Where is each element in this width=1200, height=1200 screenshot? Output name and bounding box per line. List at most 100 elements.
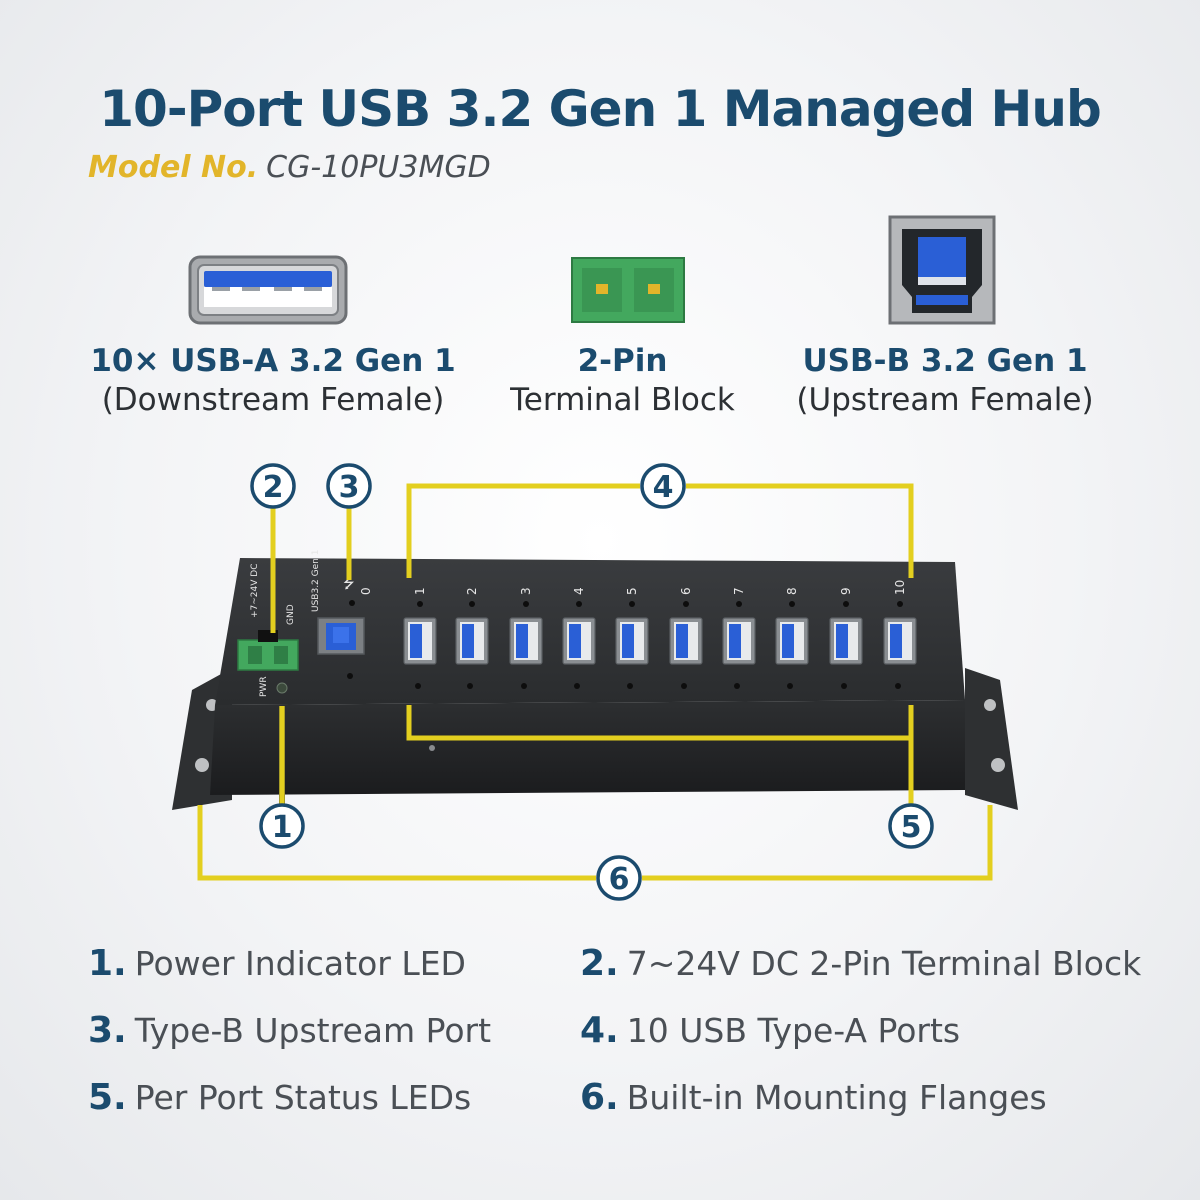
port-number-8: 8 [785,587,799,595]
power-led [276,682,288,694]
legend-num-4: 4. [580,1010,619,1051]
status-led [521,683,527,689]
status-led-top [843,601,849,607]
legend-text-3: Type-B Upstream Port [134,1011,492,1050]
feature-terminal-subtitle: Terminal Block [510,382,735,418]
port-number-0: 0 [359,587,373,595]
legend-item-5: 5.Per Port Status LEDs [88,1077,471,1118]
legend-num-5: 5. [88,1077,127,1118]
callout-markers: 1 2 3 4 5 6 [250,463,934,901]
usb-a-port-2 [455,601,489,689]
usb-a-port-7 [722,601,756,689]
device-usb-b-port [317,617,365,679]
legend-item-6: 6.Built-in Mounting Flanges [580,1077,1047,1118]
legend-item-3: 3.Type-B Upstream Port [88,1010,491,1051]
usb-a-port-10 [883,601,917,689]
label-dc: +7~24V DC [250,564,260,619]
device-terminal-block [237,630,299,671]
status-led [681,683,687,689]
port-number-4: 4 [572,587,586,595]
feature-terminal-title: 2-Pin [577,343,668,379]
port-number-1: 1 [413,587,427,595]
port-number-3: 3 [519,587,533,595]
status-led-top [523,601,529,607]
usb-b-led [349,600,355,606]
feature-usb-b-title: USB-B 3.2 Gen 1 [802,343,1088,379]
svg-text:4: 4 [653,470,674,505]
usb-a-port-8 [775,601,809,689]
usb-b-port-icon [888,215,996,325]
feature-usb-a: 10× USB-A 3.2 Gen 1 (Downstream Female) [88,342,458,420]
status-led [841,683,847,689]
usb-a-port-1 [403,601,437,689]
legend-text-5: Per Port Status LEDs [134,1078,472,1117]
label-pwr: PWR [259,676,269,697]
model-value: CG-10PU3MGD [266,150,491,185]
callout-6: 6 [596,855,642,901]
callout-2: 2 [250,463,296,509]
legend-text-2: 7~24V DC 2-Pin Terminal Block [626,944,1142,983]
callout-3: 3 [326,463,372,509]
svg-text:1: 1 [272,810,293,845]
model-label: Model No. [88,150,259,185]
legend-num-2: 2. [580,943,619,984]
status-led-top [417,601,423,607]
usb-a-port-9 [829,601,863,689]
legend-num-3: 3. [88,1010,127,1051]
label-usb: USB3.2 Gen 1 [311,550,321,612]
callout-lines [197,483,993,881]
status-led [415,683,421,689]
status-led [467,683,473,689]
port-number-6: 6 [679,587,693,595]
status-led [787,683,793,689]
feature-usb-b-subtitle: (Upstream Female) [796,382,1094,418]
usb-a-port-6 [669,601,703,689]
status-led [734,683,740,689]
legend-text-4: 10 USB Type-A Ports [626,1011,961,1050]
legend-item-1: 1.Power Indicator LED [88,943,466,984]
feature-usb-a-subtitle: (Downstream Female) [101,382,445,418]
legend-item-4: 4.10 USB Type-A Ports [580,1010,960,1051]
status-led [895,683,901,689]
usb-a-port-5 [615,601,649,689]
svg-text:3: 3 [339,470,360,505]
status-led-top [576,601,582,607]
hub-front-panel [210,700,965,795]
feature-usb-a-title: 10× USB-A 3.2 Gen 1 [90,343,456,379]
port-number-2: 2 [465,587,479,595]
legend-num-6: 6. [580,1077,619,1118]
hub-diagram: +7~24V DC GND PWR USB3.2 Gen 1 ⭍ 0 1 2 3 4 5 6… [172,463,1018,901]
status-led-top [683,601,689,607]
status-led [627,683,633,689]
status-led-top [897,601,903,607]
usb-a-port-icon [188,255,348,325]
legend-num-1: 1. [88,943,127,984]
port-number-5: 5 [625,587,639,595]
page-title: 10-Port USB 3.2 Gen 1 Managed Hub [99,80,1102,138]
callout-1: 1 [259,803,305,849]
label-gnd: GND [286,604,296,625]
model-number: Model No.CG-10PU3MGD [88,150,491,185]
terminal-block-icon [571,257,685,323]
status-led-top [789,601,795,607]
legend-text-1: Power Indicator LED [134,944,466,983]
port-number-7: 7 [732,587,746,595]
legend-item-2: 2.7~24V DC 2-Pin Terminal Block [580,943,1141,984]
svg-text:5: 5 [901,810,922,845]
screw-hole [429,745,435,751]
usb-a-ports [403,601,917,689]
feature-usb-b: USB-B 3.2 Gen 1 (Upstream Female) [775,342,1115,420]
usb-symbol-icon: ⭍ [343,576,355,592]
svg-text:6: 6 [609,862,630,897]
mounting-flange-right [965,668,1018,810]
status-led-top [469,601,475,607]
legend-text-6: Built-in Mounting Flanges [626,1078,1047,1117]
svg-text:2: 2 [263,470,284,505]
callout-4: 4 [640,463,686,509]
feature-terminal: 2-Pin Terminal Block [470,342,775,420]
port-number-9: 9 [839,587,853,595]
usb-a-port-4 [562,601,596,689]
status-led [574,683,580,689]
status-led-top [736,601,742,607]
